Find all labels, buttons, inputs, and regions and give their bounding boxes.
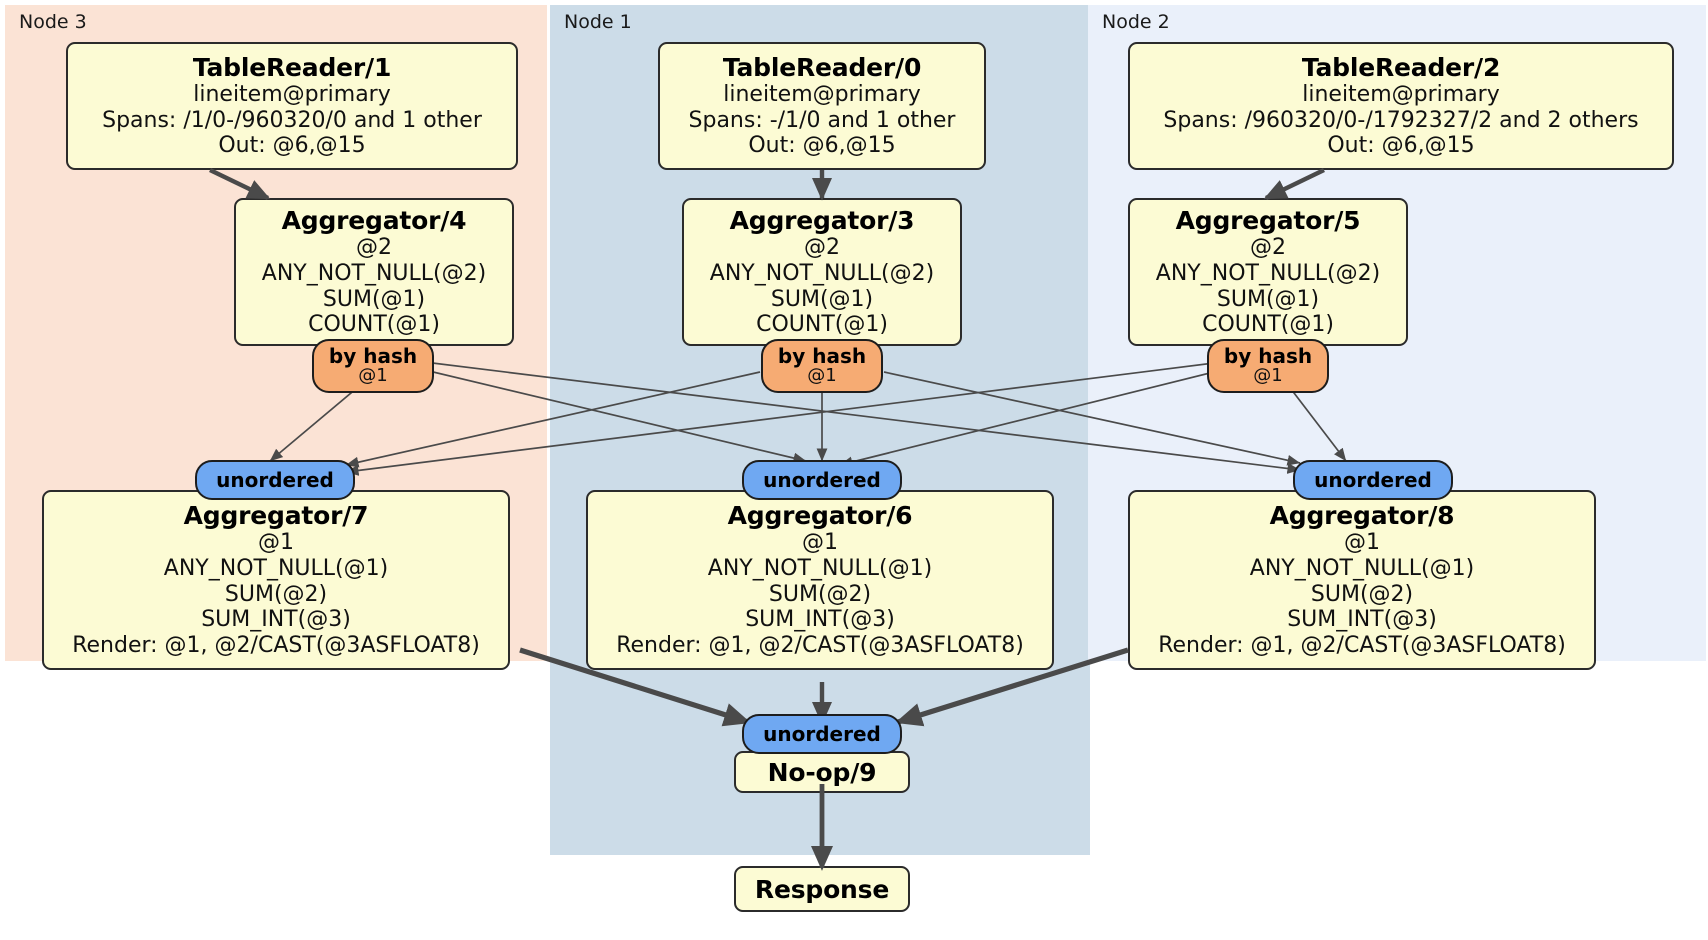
processor-title: No-op/9 [767, 757, 877, 787]
processor-detail-line: Render: @1, @2/CAST(@3ASFLOAT8) [1158, 633, 1566, 659]
router-type-label: by hash [777, 344, 867, 369]
processor-detail-line: SUM(@2) [1310, 581, 1414, 607]
output-router-by-hash-mid[interactable]: by hash @1 [761, 339, 883, 393]
synchronizer-type-label: unordered [763, 721, 881, 746]
processor-detail-line: Out: @6,@15 [218, 133, 366, 159]
processor-detail-line: @2 [1250, 234, 1286, 260]
processor-detail-line: ANY_NOT_NULL(@2) [709, 260, 935, 286]
processor-tablereader-2[interactable]: TableReader/2 lineitem@primary Spans: /9… [1128, 42, 1674, 170]
processor-detail-line: @1 [1344, 529, 1380, 555]
processor-detail-line: ANY_NOT_NULL(@1) [1249, 555, 1475, 581]
processor-detail-line: Out: @6,@15 [748, 133, 896, 159]
processor-detail-line: ANY_NOT_NULL(@2) [261, 260, 487, 286]
router-column-label: @1 [807, 365, 837, 387]
processor-aggregator-4[interactable]: Aggregator/4 @2 ANY_NOT_NULL(@2) SUM(@1)… [234, 198, 514, 346]
synchronizer-type-label: unordered [1314, 467, 1432, 492]
processor-detail-line: @1 [258, 529, 294, 555]
edge-hash-mid-to-unordered-right [883, 371, 1301, 466]
input-synchronizer-unordered-mid[interactable]: unordered [742, 460, 902, 500]
processor-detail-line: Render: @1, @2/CAST(@3ASFLOAT8) [616, 633, 1024, 659]
processor-detail-line: Spans: /1/0-/960320/0 and 1 other [102, 107, 482, 133]
output-router-by-hash-right[interactable]: by hash @1 [1207, 339, 1329, 393]
processor-detail-line: Render: @1, @2/CAST(@3ASFLOAT8) [72, 633, 480, 659]
processor-title: Aggregator/3 [729, 205, 915, 235]
processor-aggregator-3[interactable]: Aggregator/3 @2 ANY_NOT_NULL(@2) SUM(@1)… [682, 198, 962, 346]
processor-detail-line: @2 [356, 234, 392, 260]
processor-aggregator-6[interactable]: Aggregator/6 @1 ANY_NOT_NULL(@1) SUM(@2)… [586, 490, 1054, 670]
processor-detail-line: ANY_NOT_NULL(@1) [707, 555, 933, 581]
processor-detail-line: Spans: /960320/0-/1792327/2 and 2 others [1163, 107, 1639, 133]
processor-detail-line: Spans: -/1/0 and 1 other [688, 107, 956, 133]
processor-detail-line: SUM(@1) [1216, 286, 1320, 312]
processor-detail-line: SUM_INT(@3) [1287, 607, 1437, 633]
processor-detail-line: COUNT(@1) [756, 312, 888, 338]
processor-aggregator-7[interactable]: Aggregator/7 @1 ANY_NOT_NULL(@1) SUM(@2)… [42, 490, 510, 670]
processor-title: Aggregator/4 [281, 205, 467, 235]
edge-tablereader2-to-aggregator5 [1263, 168, 1325, 200]
output-router-by-hash-left[interactable]: by hash @1 [312, 339, 434, 393]
processor-title: TableReader/0 [722, 52, 922, 82]
router-column-label: @1 [358, 365, 388, 387]
processor-detail-line: lineitem@primary [1302, 81, 1500, 107]
processor-detail-line: SUM(@1) [770, 286, 874, 312]
router-column-label: @1 [1253, 365, 1283, 387]
edge-hash-mid-to-unordered-left [345, 371, 761, 468]
processor-detail-line: lineitem@primary [723, 81, 921, 107]
edge-hash-right-to-unordered-mid [839, 365, 1239, 468]
processor-detail-line: @1 [802, 529, 838, 555]
processor-title: TableReader/2 [1301, 52, 1501, 82]
processor-title: Aggregator/6 [727, 500, 913, 530]
node-panel-label-node1: Node 1 [564, 11, 632, 33]
processor-aggregator-5[interactable]: Aggregator/5 @2 ANY_NOT_NULL(@2) SUM(@1)… [1128, 198, 1408, 346]
processor-title: Aggregator/8 [1269, 500, 1455, 530]
processor-aggregator-8[interactable]: Aggregator/8 @1 ANY_NOT_NULL(@1) SUM(@2)… [1128, 490, 1596, 670]
edge-aggregator7-to-unordered-final [519, 647, 751, 727]
processor-detail-line: SUM_INT(@3) [201, 607, 351, 633]
node-panel-label-node3: Node 3 [19, 11, 87, 33]
edge-hash-right-to-unordered-left [345, 359, 1239, 476]
input-synchronizer-unordered-final[interactable]: unordered [742, 714, 902, 754]
node-panel-label-node2: Node 2 [1102, 11, 1170, 33]
processor-tablereader-1[interactable]: TableReader/1 lineitem@primary Spans: /1… [66, 42, 518, 170]
processor-detail-line: SUM(@2) [768, 581, 872, 607]
processor-title: TableReader/1 [192, 52, 392, 82]
input-synchronizer-unordered-left[interactable]: unordered [195, 460, 355, 500]
processor-title: Aggregator/5 [1175, 205, 1361, 235]
edge-tablereader1-to-aggregator4 [209, 168, 271, 200]
processor-title: Response [754, 874, 890, 904]
processor-detail-line: ANY_NOT_NULL(@1) [163, 555, 389, 581]
edge-aggregator8-to-unordered-final [895, 647, 1129, 727]
processor-detail-line: COUNT(@1) [308, 312, 440, 338]
processor-title: Aggregator/7 [183, 500, 369, 530]
processor-tablereader-0[interactable]: TableReader/0 lineitem@primary Spans: -/… [658, 42, 986, 170]
processor-detail-line: COUNT(@1) [1202, 312, 1334, 338]
processor-detail-line: ANY_NOT_NULL(@2) [1155, 260, 1381, 286]
processor-detail-line: SUM_INT(@3) [745, 607, 895, 633]
input-synchronizer-unordered-right[interactable]: unordered [1293, 460, 1453, 500]
synchronizer-type-label: unordered [763, 467, 881, 492]
processor-detail-line: SUM(@1) [322, 286, 426, 312]
router-type-label: by hash [328, 344, 418, 369]
processor-detail-line: SUM(@2) [224, 581, 328, 607]
edge-hash-left-to-unordered-mid [407, 365, 807, 464]
synchronizer-type-label: unordered [216, 467, 334, 492]
router-type-label: by hash [1223, 344, 1313, 369]
processor-detail-line: Out: @6,@15 [1327, 133, 1475, 159]
processor-detail-line: @2 [804, 234, 840, 260]
edge-hash-left-to-unordered-right [407, 359, 1301, 474]
processor-detail-line: lineitem@primary [193, 81, 391, 107]
